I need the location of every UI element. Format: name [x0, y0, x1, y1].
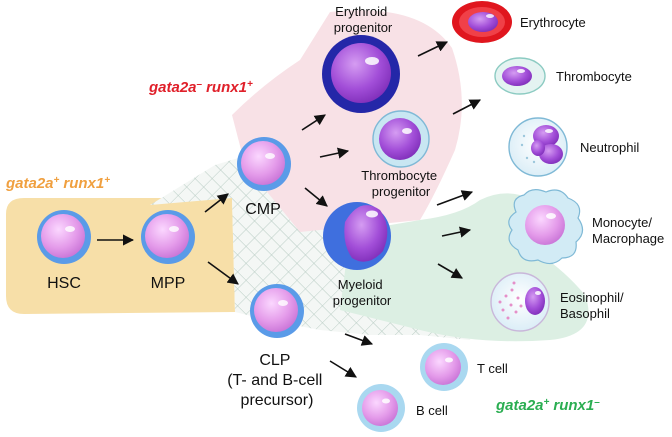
thrombocyte-progenitor-cell [372, 110, 430, 168]
erythroid-label-line: progenitor [334, 20, 393, 35]
hsc-cell [37, 210, 91, 264]
erythroid-region [232, 10, 462, 233]
b-cell [357, 384, 405, 432]
myeloid-progenitor-cell [323, 202, 391, 270]
myeloid-label-line: progenitor [333, 293, 392, 308]
gene-label-hsc-mpp: gata2a+runx1+ [5, 175, 110, 193]
arrow-cmp-myeloid [304, 187, 328, 207]
gene-sign: + [104, 175, 110, 186]
gene-sign: + [544, 397, 550, 408]
clp-label-line: (T- and B-cell [227, 372, 322, 389]
gene-name: gata2a [5, 175, 54, 192]
gene-name: gata2a [495, 397, 544, 414]
neutrophil-label: Neutrophil [580, 140, 639, 155]
eosinophil-label-line: Basophil [560, 306, 610, 321]
mpp-label: MPP [151, 275, 186, 292]
clp-label: CLP (T- and B-cell precursor) [227, 352, 327, 409]
t-cell [420, 343, 468, 391]
thrombocyte-progenitor-label-line: progenitor [372, 184, 431, 199]
erythroid-label-line: Erythroid [335, 4, 387, 19]
arrow-erythroid-erythrocyte [417, 41, 449, 57]
clp-label-line: precursor) [241, 392, 314, 409]
arrow-cmp-thrombocyte [319, 147, 350, 159]
gene-label-lymphoid-myeloid: gata2a+runx1– [495, 397, 600, 415]
thrombocyte-progenitor-label-line: Thrombocyte [361, 168, 437, 183]
gene-name: runx1 [63, 175, 104, 192]
cmp-cell [237, 137, 291, 191]
arrow-mpp-clp [207, 261, 239, 285]
gene-name: runx1 [553, 397, 594, 414]
gene-label-erythroid-myeloid: gata2a–runx1+ [148, 79, 253, 97]
erythrocyte-cell [452, 1, 512, 43]
arrow-myeloid-eosinophil [437, 263, 463, 279]
clp-label-line: CLP [259, 352, 290, 369]
gene-sign: + [247, 79, 253, 90]
mpp-cell [141, 210, 195, 264]
neutrophil-cell [508, 117, 568, 177]
eosinophil-label-line: Eosinophil/ [560, 290, 624, 305]
b-cell-label: B cell [416, 403, 448, 418]
hsc-region [6, 198, 235, 314]
thrombocyte-label: Thrombocyte [556, 69, 632, 84]
monocyte-label-line: Monocyte/ [592, 215, 652, 230]
gene-name: gata2a [148, 79, 197, 96]
eosinophil-basophil-label: Eosinophil/ Basophil [560, 290, 627, 321]
gene-name: runx1 [206, 79, 247, 96]
gene-sign: + [54, 175, 60, 186]
erythroid-progenitor-label: Erythroid progenitor [334, 4, 393, 35]
clp-cell [250, 284, 304, 338]
arrow-mpp-cmp [204, 193, 229, 213]
arrow-clp-bcell [329, 360, 357, 378]
gene-sign: – [594, 397, 600, 408]
monocyte-macrophage-label: Monocyte/ Macrophage [592, 215, 664, 246]
thrombocyte-cell [494, 57, 546, 95]
hsc-label: HSC [47, 275, 81, 292]
monocyte-macrophage-cell [508, 189, 584, 265]
t-cell-label: T cell [477, 361, 508, 376]
erythrocyte-label: Erythrocyte [520, 15, 586, 30]
arrow-thrombo-prog-thrombocyte [452, 99, 481, 115]
arrow-myeloid-neutrophil [436, 190, 474, 206]
arrow-cmp-erythroid [301, 114, 326, 131]
thrombocyte-progenitor-label: Thrombocyte progenitor [361, 168, 441, 199]
gene-sign: – [197, 79, 203, 90]
myeloid-label-line: Myeloid [338, 277, 383, 292]
arrow-myeloid-monocyte [441, 226, 472, 238]
eosinophil-basophil-cell [490, 272, 550, 332]
arrow-clp-tcell [344, 333, 374, 346]
myeloid-progenitor-label: Myeloid progenitor [333, 277, 392, 308]
erythroid-progenitor-cell [322, 35, 400, 113]
monocyte-label-line: Macrophage [592, 231, 664, 246]
cmp-label: CMP [245, 201, 281, 218]
